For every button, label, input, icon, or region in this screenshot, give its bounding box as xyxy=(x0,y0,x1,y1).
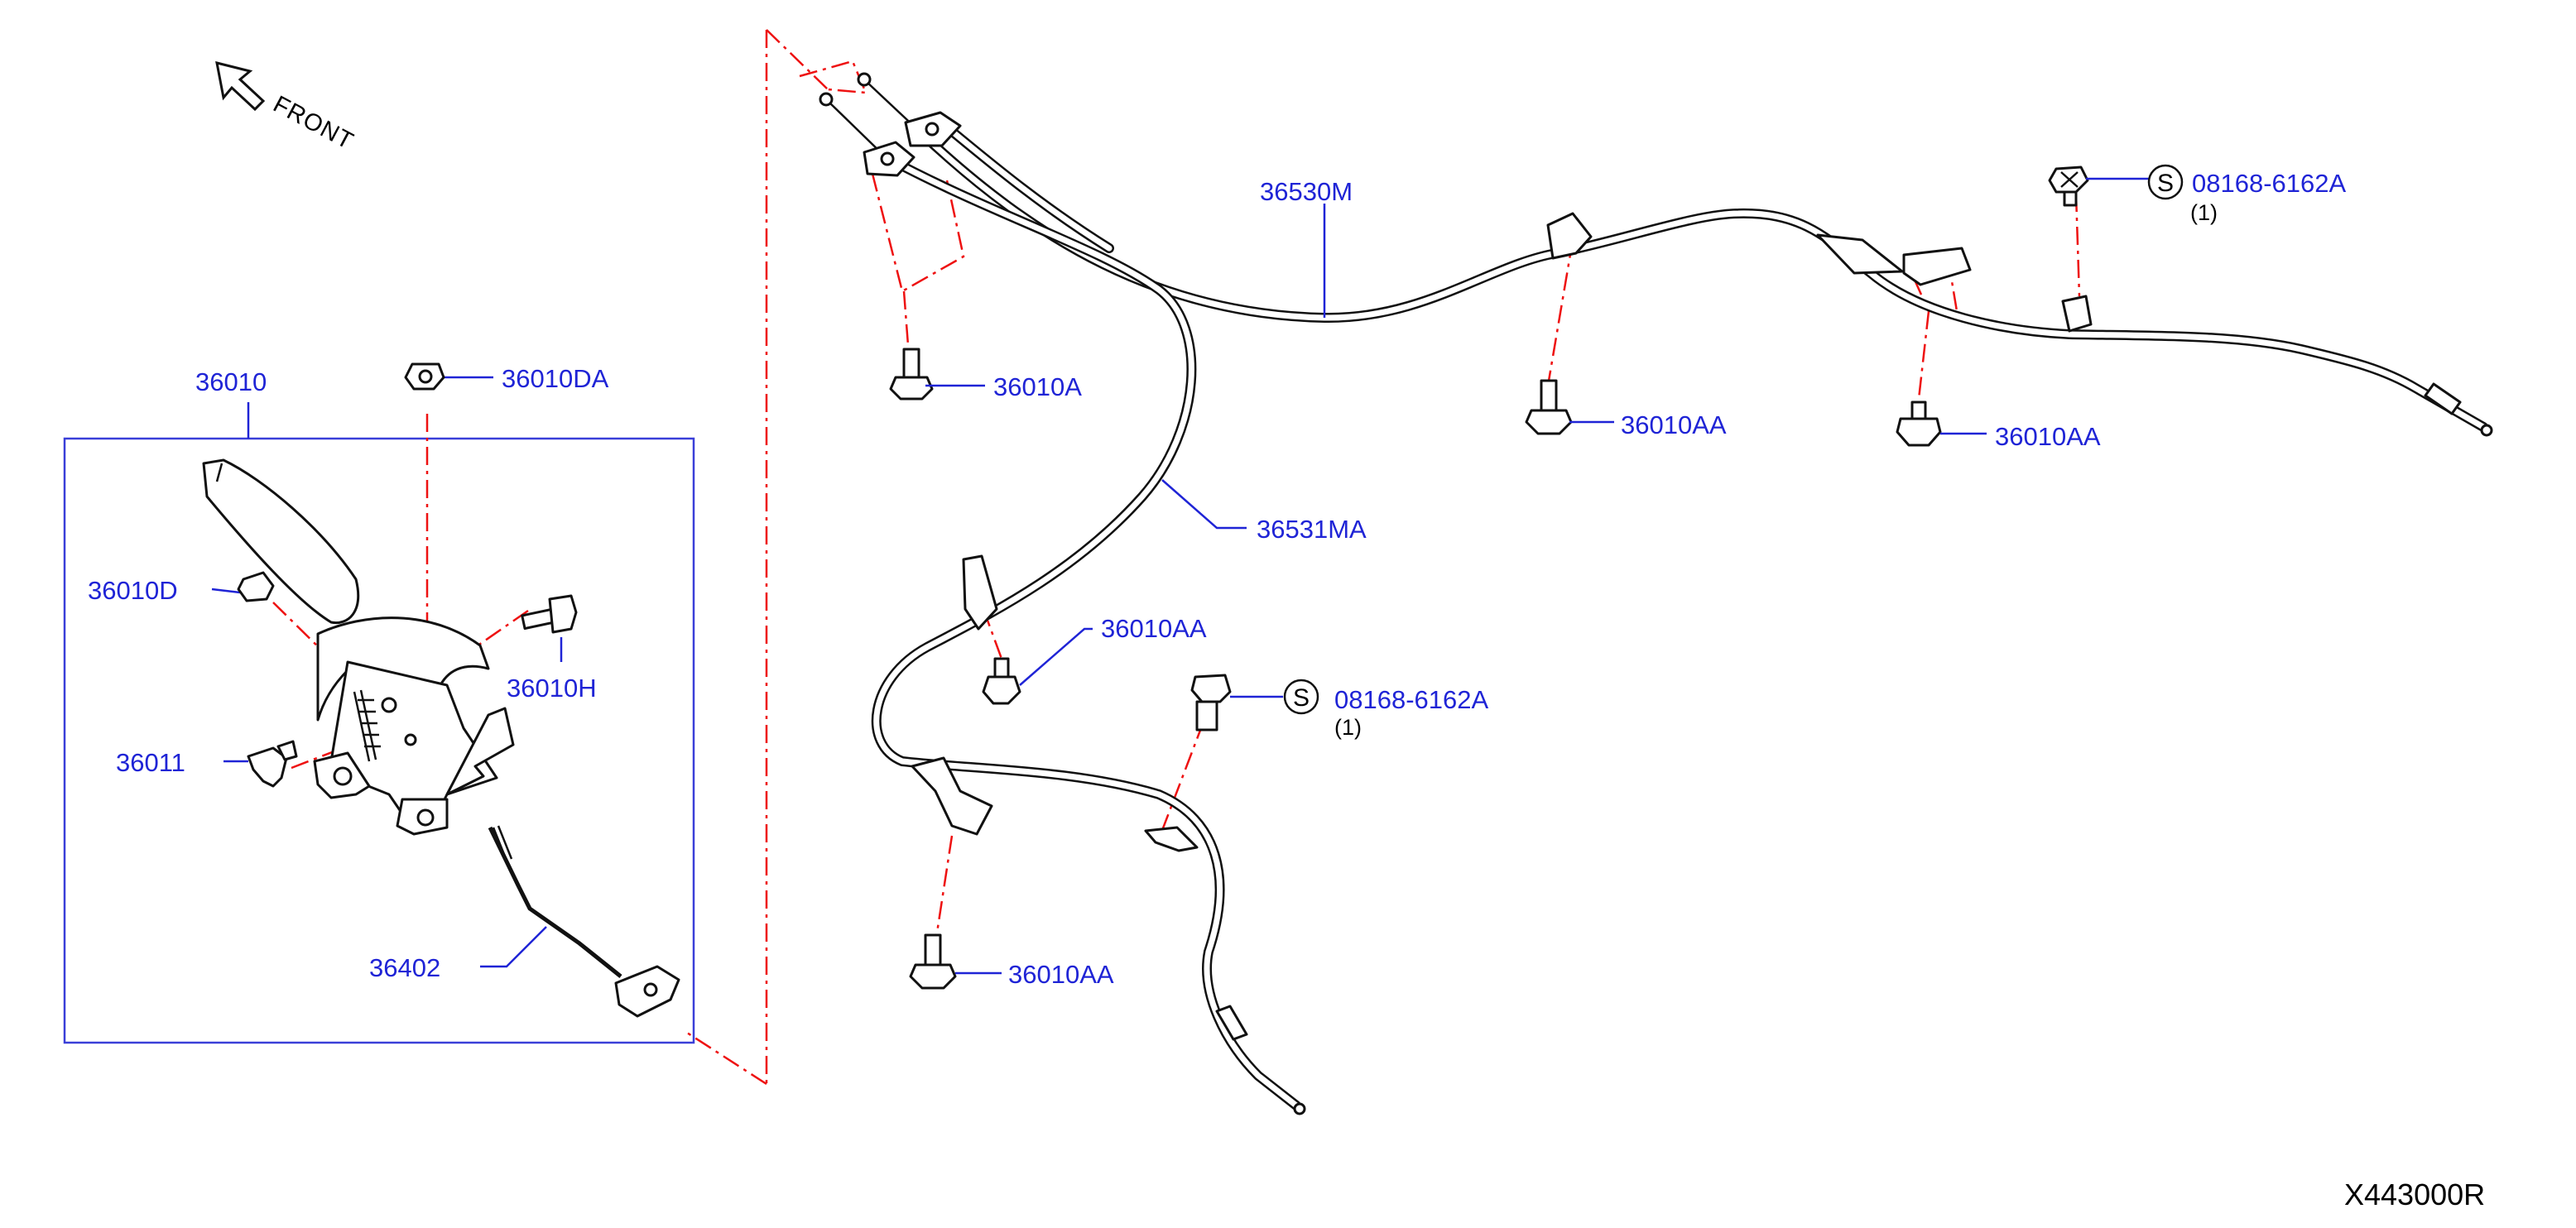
label-36010AA-right: 36010AA xyxy=(1995,422,2101,451)
label-36530M: 36530M xyxy=(1260,177,1353,206)
cable-end-fittings xyxy=(819,72,2493,1115)
label-36011: 36011 xyxy=(116,748,185,777)
s-marker-mid xyxy=(1283,679,1319,715)
label-36010H: 36010H xyxy=(507,674,597,703)
lever-assembly-box xyxy=(63,437,695,1044)
label-36531MA: 36531MA xyxy=(1257,515,1367,544)
rear-cable-36531MA xyxy=(871,152,1301,1110)
qty-top: (1) xyxy=(2190,200,2218,225)
label-36010AA-upper: 36010AA xyxy=(1621,410,1727,439)
nut-36010D xyxy=(237,571,275,602)
label-36010DA: 36010DA xyxy=(502,364,609,393)
parking-brake-lever xyxy=(202,458,515,836)
front-cable-36402 xyxy=(488,825,680,1018)
bolt-08168-6162A-mid xyxy=(1190,674,1232,732)
qty-mid: (1) xyxy=(1334,715,1362,740)
clip-36011 xyxy=(247,740,298,788)
bolt-36010AA-right xyxy=(1896,401,1942,447)
bolt-36010A xyxy=(889,348,934,401)
s-marker-top-label: S xyxy=(2157,170,2174,197)
s-marker-top xyxy=(2147,164,2184,200)
label-36402: 36402 xyxy=(369,953,440,982)
leader-lines xyxy=(211,177,2149,975)
label-36010A: 36010A xyxy=(993,372,1082,401)
bolt-36010AA-lower xyxy=(909,933,957,990)
front-arrow-icon xyxy=(215,60,266,112)
bolt-36010AA-mid xyxy=(982,657,1021,705)
diagram-code: X443000R xyxy=(2344,1178,2485,1211)
label-36010AA-lower: 36010AA xyxy=(1008,960,1114,989)
bolt-36010AA-upper xyxy=(1525,379,1573,435)
front-label: FRONT xyxy=(269,91,358,155)
nut-36010DA xyxy=(404,362,445,391)
bolt-08168-6162A-top xyxy=(2048,165,2089,207)
label-36010: 36010 xyxy=(195,367,267,396)
cable-brackets xyxy=(911,212,2093,852)
centerlines xyxy=(272,29,2081,1086)
s-marker-mid-label: S xyxy=(1293,684,1310,712)
label-08168-6162A-top: 08168-6162A xyxy=(2192,169,2346,198)
bolt-36010H xyxy=(521,594,578,634)
label-36010D: 36010D xyxy=(88,576,178,605)
label-08168-6162A-mid: 08168-6162A xyxy=(1334,685,1488,714)
label-36010AA-mid: 36010AA xyxy=(1101,614,1207,643)
front-cable-36530M xyxy=(916,121,2488,432)
